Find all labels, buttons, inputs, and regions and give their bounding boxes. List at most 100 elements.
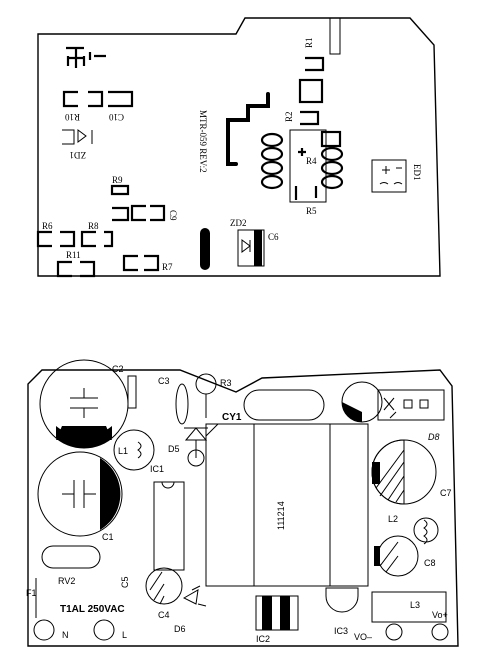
bulk-cap-c1-band — [100, 458, 121, 530]
board-id-label: MTR-059 REV:2 — [198, 110, 208, 173]
transformer-body — [205, 423, 369, 587]
c6-body — [237, 229, 265, 267]
d6-label: D6 — [174, 624, 186, 634]
bulk-cap-c1-symbol — [62, 480, 96, 508]
transformer-code: 111214 — [276, 501, 286, 530]
top-pad-a — [298, 78, 324, 104]
r1-lead — [329, 17, 341, 55]
c5-label: C5 — [120, 576, 130, 588]
r8-label: R8 — [88, 221, 99, 231]
c4-body — [145, 567, 183, 605]
led-connector — [377, 389, 445, 421]
ic3-body — [325, 587, 359, 613]
r3-body — [195, 373, 217, 395]
d8-label: D8 — [428, 432, 440, 442]
c6-diode — [241, 239, 251, 253]
r4-label: R4 — [306, 156, 317, 166]
r5-label: R5 — [306, 206, 317, 216]
ed1-label: ED1 — [412, 164, 422, 181]
c4-hatch — [149, 571, 165, 605]
c8-label: C8 — [424, 558, 436, 568]
c8-hatch — [379, 541, 399, 573]
rv2-label: RV2 — [58, 576, 75, 586]
f1-label: F1 — [26, 588, 37, 598]
c9-pads — [130, 204, 166, 222]
zd2-bar — [200, 228, 210, 270]
d8-hatch — [375, 449, 405, 503]
top-left-symbol — [66, 46, 106, 68]
c6-band — [254, 230, 262, 266]
n-label: N — [62, 630, 69, 640]
l1-body — [113, 429, 155, 471]
l-terminal — [93, 619, 115, 641]
l-label: L — [122, 630, 127, 640]
ic2-label: IC2 — [256, 634, 270, 644]
l2-coil — [423, 519, 428, 545]
c2-label: C2 — [112, 364, 124, 374]
top-board: R1 R10 C10 ZD1 R9 C9 R6 R8 R11 R7 MTR-05… — [36, 17, 441, 278]
top-board-outline — [37, 17, 441, 277]
fuse-rating: T1AL 250VAC — [60, 604, 125, 615]
l1-label: L1 — [118, 446, 128, 456]
vo-plus-label: Vo+ — [432, 610, 448, 620]
cy1-label: CY1 — [222, 412, 242, 423]
bulk-cap-top-band-fill — [56, 426, 112, 440]
c10-label: C10 — [108, 112, 124, 122]
r6-pads — [36, 230, 76, 248]
n-terminal — [33, 619, 55, 641]
top-right-cap-band — [342, 402, 362, 422]
c7-label: C7 — [440, 488, 452, 498]
ic1-body — [153, 481, 185, 571]
ed1-body — [371, 159, 407, 193]
r5-body — [289, 129, 327, 203]
ed1-symbol — [379, 166, 403, 185]
r4-marks — [294, 148, 318, 200]
ic1-notch — [161, 481, 175, 489]
c3-label: C3 — [158, 376, 170, 386]
bottom-board-outline — [27, 369, 459, 647]
d5-symbol — [184, 427, 208, 458]
l2-label: L2 — [388, 514, 398, 524]
r10-pads — [62, 90, 104, 108]
r1-pad — [305, 56, 325, 72]
c9-label: C9 — [168, 210, 178, 221]
l3-label: L3 — [410, 600, 420, 610]
vo-plus-pad — [431, 623, 449, 641]
ic1-label: IC1 — [150, 464, 164, 474]
r3-label: R3 — [220, 378, 232, 388]
led-symbol — [383, 397, 397, 419]
bottom-board: C1 C2 C3 R3 CY1 L1 D5 IC1 — [26, 359, 459, 647]
c6-label: C6 — [268, 232, 279, 242]
ic3-label: IC3 — [334, 626, 348, 636]
main-trace — [226, 92, 270, 166]
c10-pads — [108, 90, 134, 108]
ic2-body — [255, 595, 299, 631]
l3-box — [371, 591, 447, 623]
r11-pads — [56, 260, 96, 278]
r9-label: R9 — [112, 175, 123, 185]
l1-coil — [137, 441, 142, 459]
r8-pads — [80, 230, 114, 248]
rv2-body — [41, 545, 101, 569]
r1-label: R1 — [304, 37, 314, 48]
r9-pads — [110, 184, 130, 222]
zd2-label: ZD2 — [230, 218, 247, 228]
bulk-cap-top-symbol — [70, 388, 98, 418]
c2-body — [127, 375, 137, 409]
bulk-cap-c1 — [37, 451, 123, 537]
c4-label: C4 — [158, 610, 170, 620]
r2-label: R2 — [284, 111, 294, 122]
c3-body — [175, 383, 189, 425]
c1-label: C1 — [102, 532, 114, 542]
ic-pad-array — [260, 130, 344, 190]
vo-minus-pad — [385, 623, 403, 641]
vo-minus-label: VO– — [354, 632, 372, 642]
d6-symbol — [182, 585, 207, 607]
d5-label: D5 — [168, 444, 180, 454]
cy1-body — [243, 389, 325, 421]
r7-label: R7 — [162, 262, 173, 272]
r6-label: R6 — [42, 221, 53, 231]
r10-label: R10 — [64, 112, 80, 122]
zd1-label: ZD1 — [70, 150, 87, 160]
